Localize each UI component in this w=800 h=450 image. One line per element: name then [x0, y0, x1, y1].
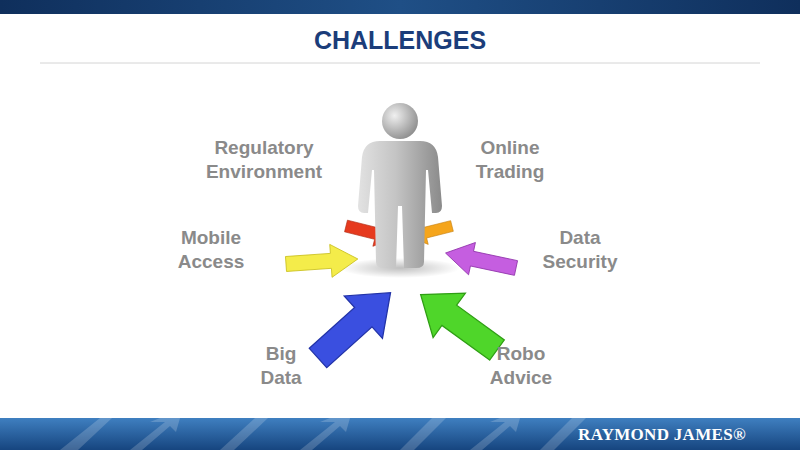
- figure-body: [358, 141, 442, 268]
- footer-stripe: [130, 418, 180, 450]
- top-band: [0, 0, 800, 14]
- blue-arrow: [299, 271, 410, 379]
- footer-stripe: [300, 418, 350, 450]
- challenge-label: Data Security: [543, 226, 618, 274]
- challenge-label: Mobile Access: [178, 226, 245, 274]
- challenge-label: Online Trading: [476, 136, 545, 184]
- footer-band: [0, 418, 800, 450]
- footer-pattern: [60, 418, 586, 450]
- yellow-arrow: [285, 243, 359, 281]
- footer-stripe: [470, 418, 520, 450]
- purple-arrow: [442, 237, 519, 284]
- slide-title: CHALLENGES: [0, 26, 800, 55]
- figure-shadow: [340, 258, 460, 278]
- footer-stripe: [60, 418, 112, 450]
- challenge-label: Big Data: [260, 342, 301, 390]
- footer-stripe: [220, 418, 268, 450]
- challenge-label: Regulatory Environment: [206, 136, 322, 184]
- title-rule: [40, 63, 760, 64]
- company-logo: RAYMOND JAMES®: [578, 425, 746, 445]
- figure-head: [382, 103, 418, 139]
- challenge-label: Robo Advice: [490, 342, 552, 390]
- footer-stripe: [400, 418, 446, 450]
